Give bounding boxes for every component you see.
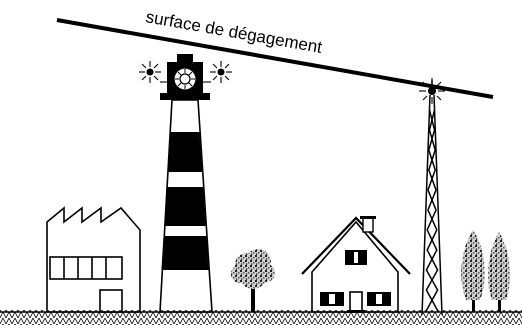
house-door (350, 292, 362, 312)
tree (231, 249, 275, 312)
mast-obstruction-light (419, 78, 445, 104)
poplar-trees (461, 230, 510, 312)
factory-building (47, 208, 140, 312)
obstruction-light-right (203, 61, 232, 83)
lighthouse (160, 54, 212, 312)
obstruction-light-left (139, 61, 168, 83)
house (302, 216, 410, 313)
ground (0, 310, 522, 325)
lattice-mast (422, 80, 442, 315)
